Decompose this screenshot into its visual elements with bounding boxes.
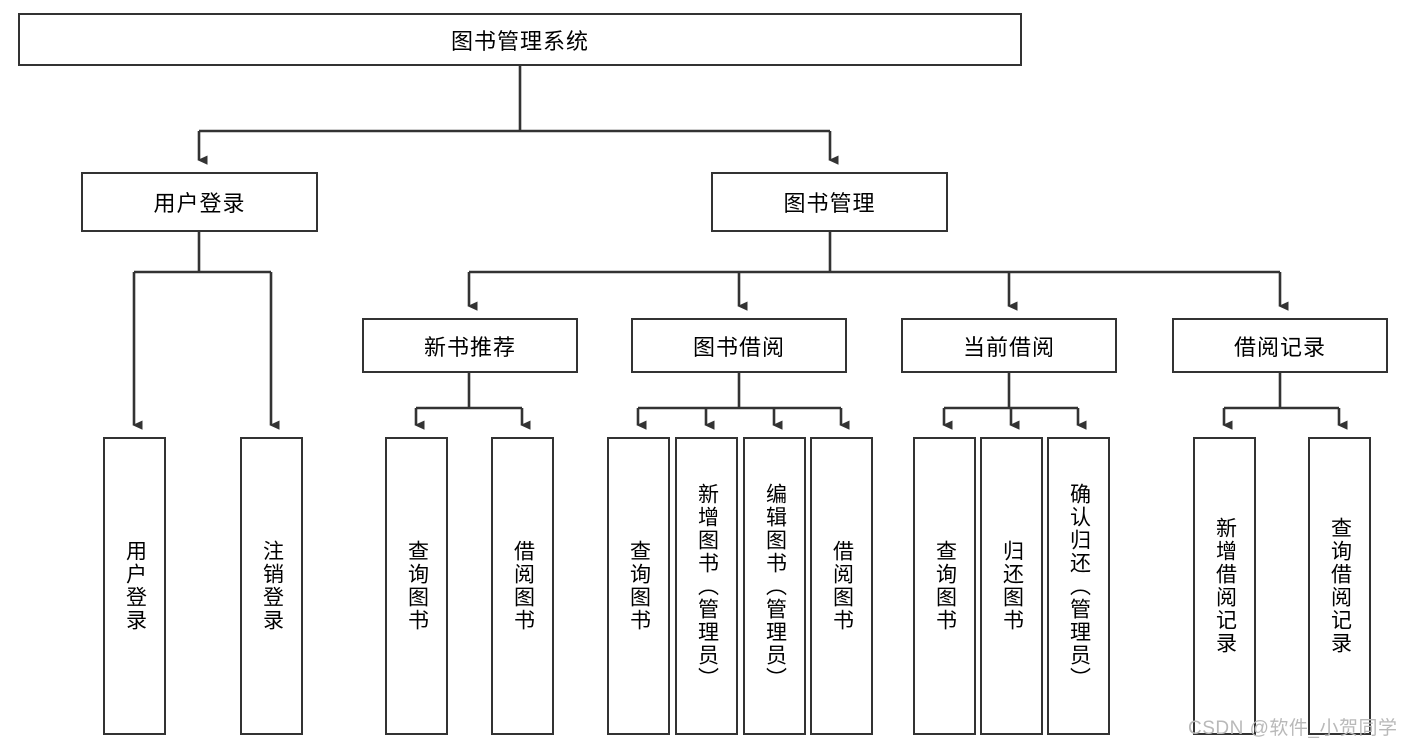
leaf-current-borrow-return[interactable]: 归还图书 <box>980 437 1043 735</box>
node-root-label: 图书管理系统 <box>450 28 589 54</box>
leaf-user-login-login[interactable]: 用户登录 <box>103 437 166 735</box>
leaf-label: 查询借阅记录 <box>1328 517 1352 655</box>
node-book-management-label: 图书管理 <box>783 191 876 216</box>
leaf-book-borrow-edit[interactable]: 编辑图书（管理员） <box>743 437 806 735</box>
node-user-login-label: 用户登录 <box>153 191 246 216</box>
node-current-borrow[interactable]: 当前借阅 <box>901 318 1117 373</box>
leaf-label: 查询图书 <box>405 540 429 632</box>
node-root[interactable]: 图书管理系统 <box>18 13 1022 66</box>
node-borrow-record[interactable]: 借阅记录 <box>1172 318 1388 373</box>
node-new-book-recommend[interactable]: 新书推荐 <box>362 318 578 373</box>
leaf-current-borrow-query[interactable]: 查询图书 <box>913 437 976 735</box>
leaf-new-book-query[interactable]: 查询图书 <box>385 437 448 735</box>
leaf-label: 新增借阅记录 <box>1213 517 1237 655</box>
watermark: CSDN @软件_小贺同学 <box>1188 718 1398 739</box>
leaf-current-borrow-confirm-return[interactable]: 确认归还（管理员） <box>1047 437 1110 735</box>
leaf-label: 借阅图书 <box>830 540 854 632</box>
leaf-label: 用户登录 <box>123 540 147 632</box>
leaf-label: 编辑图书（管理员） <box>763 482 787 690</box>
leaf-user-login-logout[interactable]: 注销登录 <box>240 437 303 735</box>
node-book-borrow[interactable]: 图书借阅 <box>631 318 847 373</box>
node-book-management[interactable]: 图书管理 <box>711 172 948 232</box>
leaf-new-book-borrow[interactable]: 借阅图书 <box>491 437 554 735</box>
node-user-login[interactable]: 用户登录 <box>81 172 318 232</box>
leaf-label: 注销登录 <box>260 540 284 632</box>
leaf-book-borrow-query[interactable]: 查询图书 <box>607 437 670 735</box>
leaf-book-borrow-add[interactable]: 新增图书（管理员） <box>675 437 738 735</box>
leaf-borrow-record-add[interactable]: 新增借阅记录 <box>1193 437 1256 735</box>
leaf-label: 新增图书（管理员） <box>695 482 719 690</box>
node-borrow-record-label: 借阅记录 <box>1233 334 1326 360</box>
leaf-label: 归还图书 <box>1000 540 1024 632</box>
node-new-book-recommend-label: 新书推荐 <box>423 334 516 360</box>
leaf-label: 借阅图书 <box>511 540 535 632</box>
node-book-borrow-label: 图书借阅 <box>692 334 785 360</box>
leaf-label: 确认归还（管理员） <box>1067 482 1091 690</box>
node-current-borrow-label: 当前借阅 <box>962 334 1055 360</box>
leaf-borrow-record-query[interactable]: 查询借阅记录 <box>1308 437 1371 735</box>
leaf-label: 查询图书 <box>933 540 957 632</box>
leaf-label: 查询图书 <box>627 540 651 632</box>
leaf-book-borrow-borrow[interactable]: 借阅图书 <box>810 437 873 735</box>
